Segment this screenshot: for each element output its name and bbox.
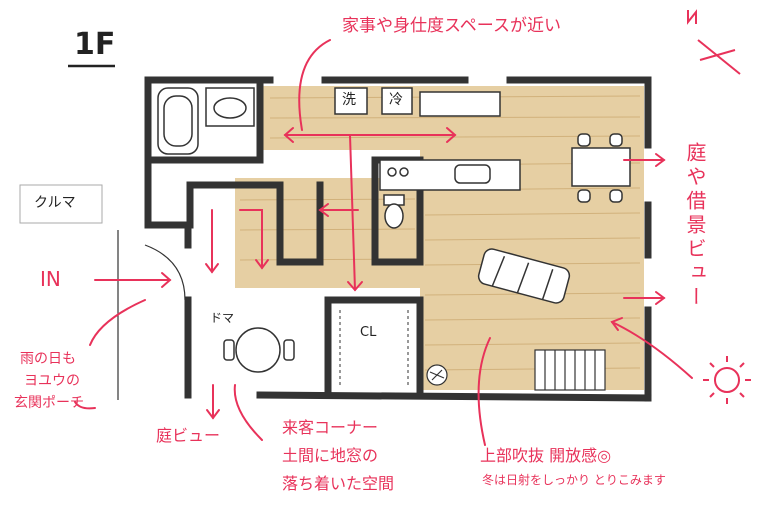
porch-note-line2: ヨユウの [24,373,80,389]
atrium-note-line1: 上部吹抜 開放感◎ [480,446,612,465]
porch-note-line3: 玄関ポーチ [14,395,84,411]
car-label: クルマ [34,195,76,211]
dining-table [571,133,631,203]
appliances [334,87,501,117]
entrance-in-label: IN [40,267,61,291]
garden-view-note: 庭や借景ビュー [683,142,707,310]
housework-note: 家事や身仕度スペースが近い [342,16,561,36]
closet-label: CL [360,325,377,340]
closet-rods [339,310,409,385]
guest-corner-line3: 落ち着いた空間 [282,474,395,493]
staircase [534,349,606,391]
washbasin [205,87,255,127]
car-space [19,184,103,224]
kitchen-counter [379,159,521,191]
doma-table [223,327,295,373]
sun-icon [703,356,751,404]
floor-label: 1F [74,27,116,62]
fridge-label: 冷 [389,92,403,108]
garden-view-small-note: 庭ビュー [156,426,221,445]
laundry-label: 洗 [342,92,356,108]
doma-label: ドマ [210,311,235,325]
bathtub [157,87,199,155]
sofa [477,248,571,304]
walls [144,76,652,402]
red-arrows [74,39,693,446]
plant [426,364,448,386]
guest-corner-line1: 来客コーナー [282,418,379,437]
toilet [383,194,405,229]
compass-north-icon [687,9,741,75]
porch-note-line1: 雨の日も [20,351,76,367]
guest-corner-line2: 土間に地窓の [282,446,379,465]
atrium-note-line2: 冬は日射をしっかり とりこみます [482,473,666,487]
entry-door [117,230,186,400]
